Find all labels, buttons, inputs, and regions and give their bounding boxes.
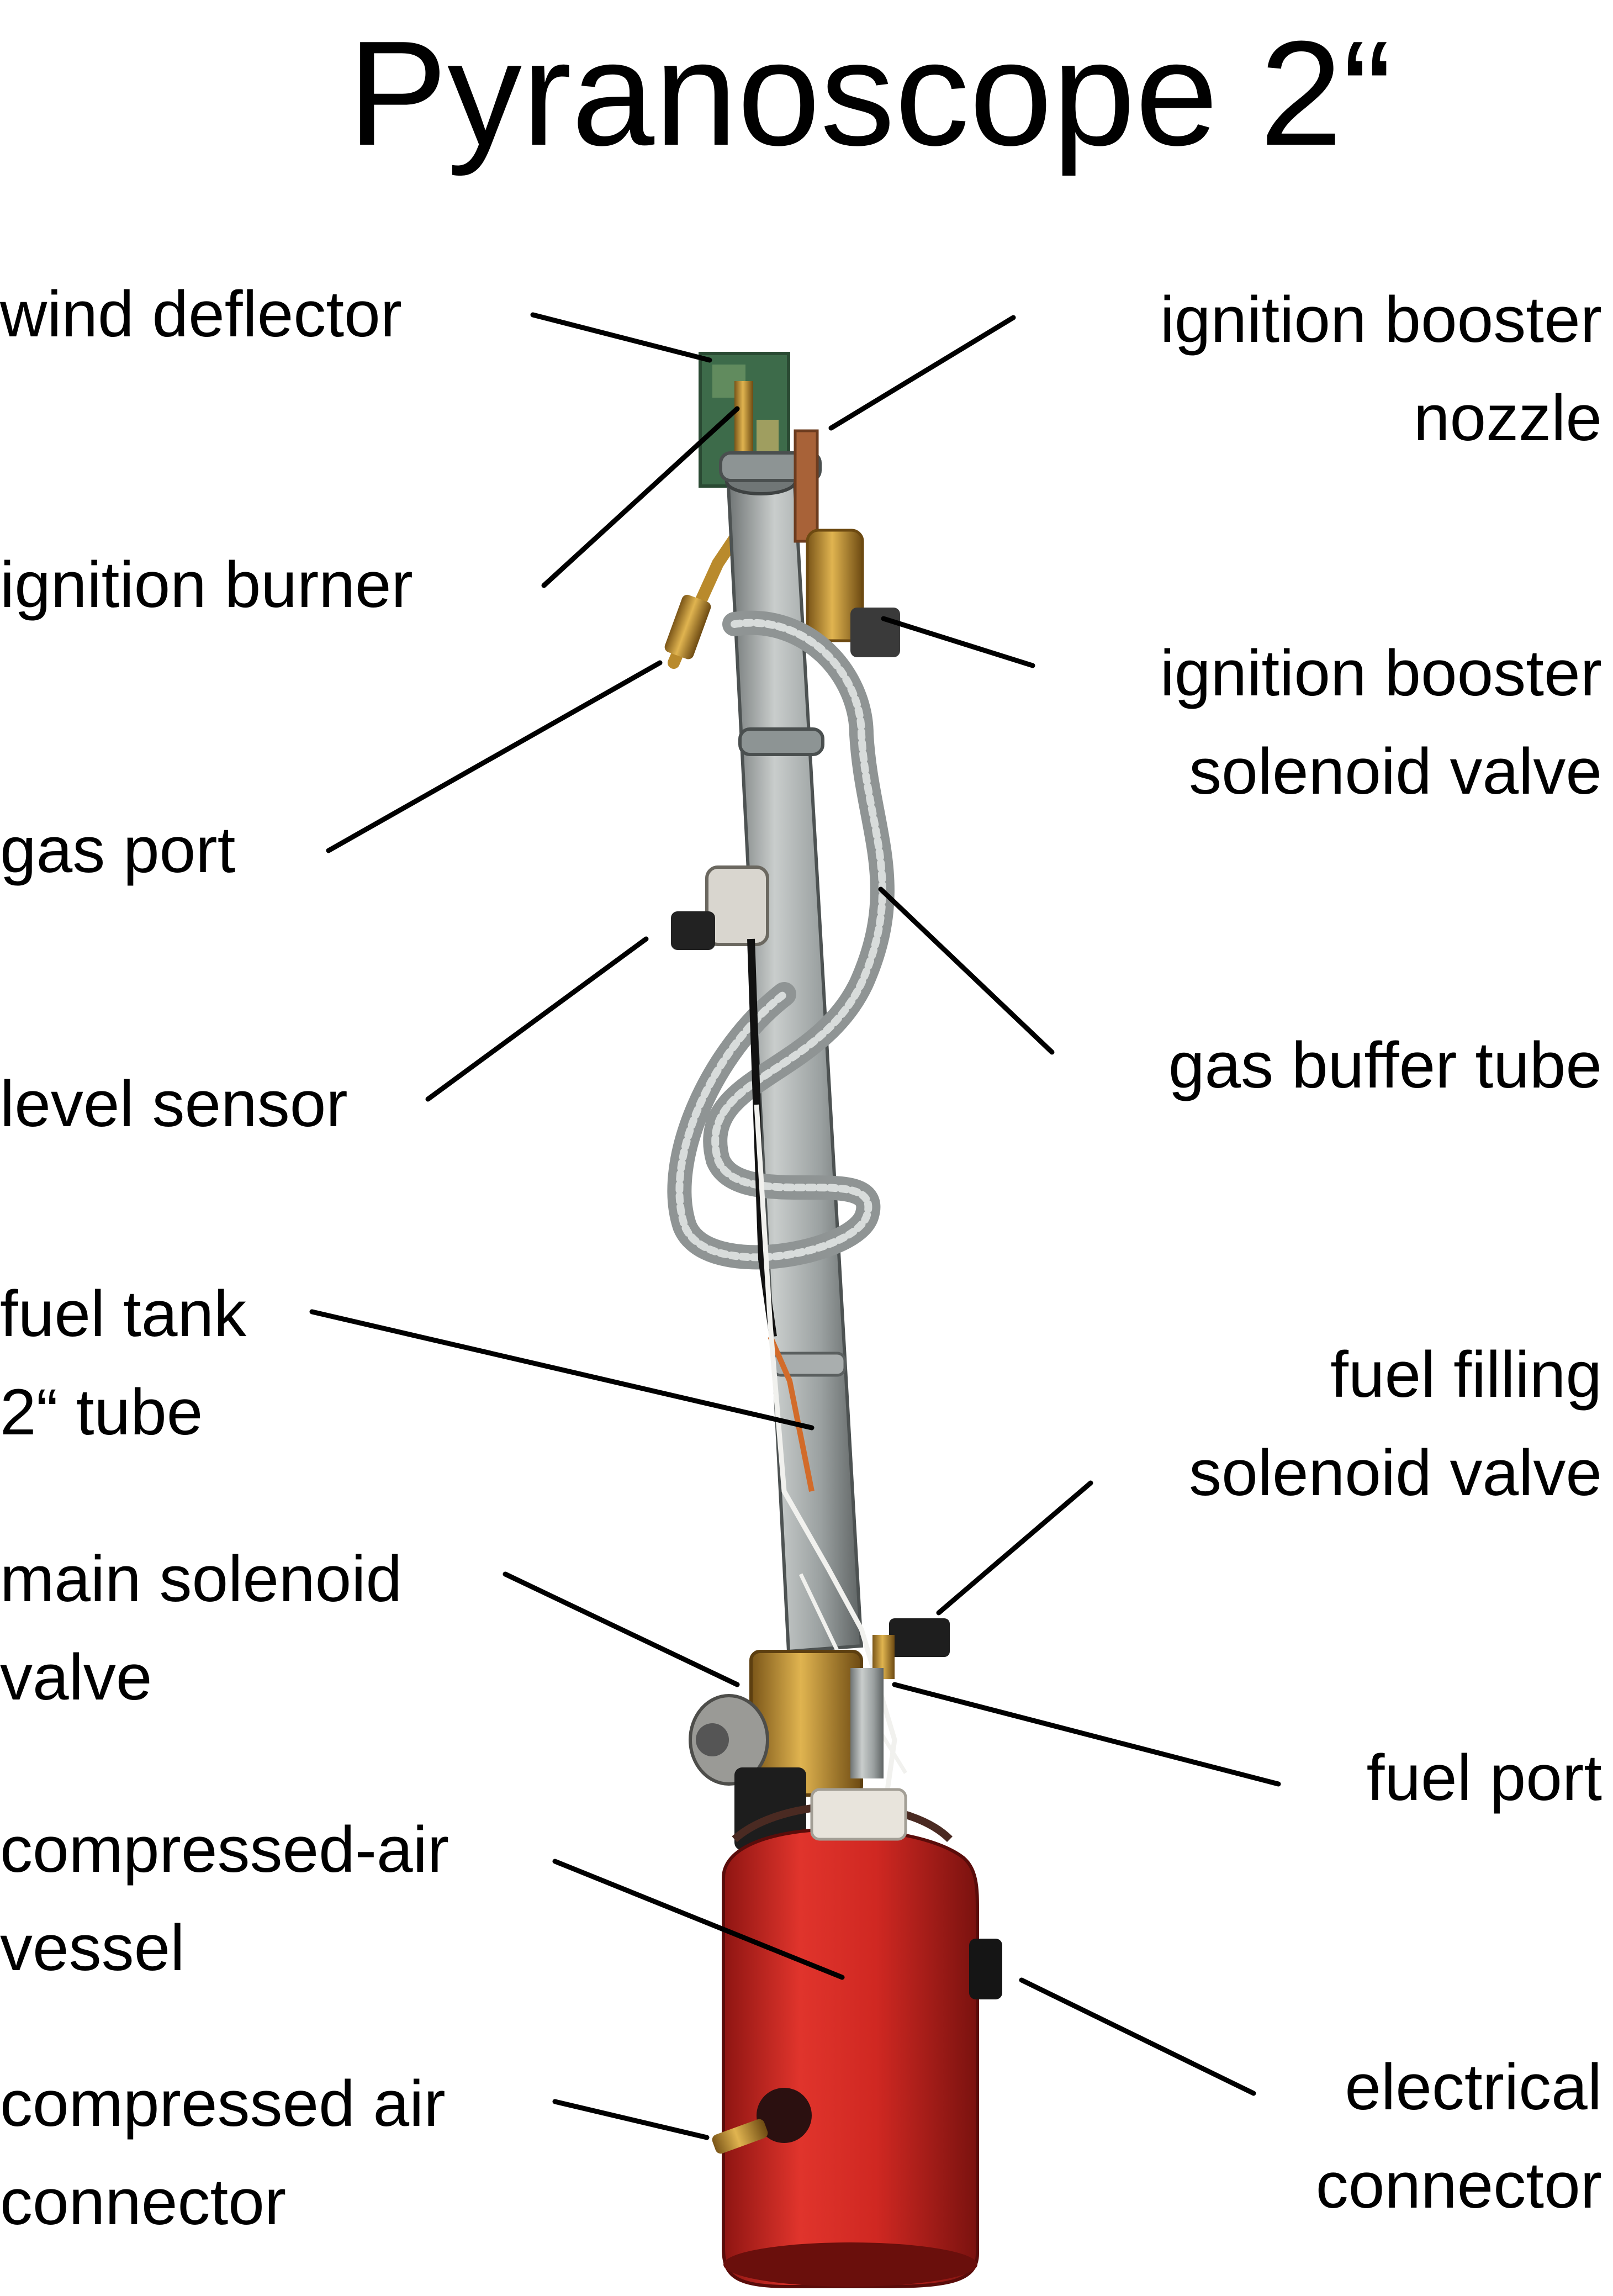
label-ignition-booster-solenoid-valve: ignition booster solenoid valve [1160, 637, 1602, 808]
leader-ignition-burner [541, 406, 740, 588]
leader-wind-deflector [530, 312, 712, 363]
leader-ignition-booster-nozzle [828, 315, 1016, 431]
label-level-sensor: level sensor [0, 1068, 348, 1141]
fuel-filling-solenoid-valve-part [872, 1618, 950, 1679]
label-fuel-port: fuel port [1366, 1741, 1602, 1814]
leader-compressed-air-vessel [552, 1859, 845, 1980]
label-fuel-filling-solenoid-valve: fuel filling solenoid valve [1189, 1338, 1602, 1509]
leader-main-solenoid-valve [503, 1571, 740, 1687]
leader-level-sensor [425, 936, 649, 1102]
ignition-booster-part [794, 429, 900, 657]
label-ignition-booster-nozzle: ignition booster nozzle [1160, 283, 1602, 455]
label-fuel-tank: fuel tank 2“ tube [0, 1278, 247, 1449]
gas-buffer-tube-part [667, 610, 895, 1270]
label-compressed-air-vessel: compressed-air vessel [0, 1813, 449, 1984]
leader-fuel-filling-solenoid [936, 1480, 1093, 1616]
leader-ignition-booster-solenoid [881, 616, 1035, 668]
leader-fuel-port [892, 1682, 1281, 1787]
label-electrical-connector: electrical connector [1315, 2051, 1602, 2222]
compressed-air-vessel-part [712, 1788, 1002, 2288]
leader-lines [309, 312, 1281, 2140]
level-sensor-part [671, 865, 815, 1492]
leader-compressed-air-connector [552, 2099, 710, 2140]
label-ignition-burner: ignition burner [0, 548, 413, 621]
leader-gas-port [326, 660, 663, 853]
leader-gas-buffer-tube [878, 886, 1055, 1055]
main-solenoid-valve-part [689, 1650, 884, 1850]
leader-fuel-tank [309, 1309, 815, 1431]
leader-electrical-connector [1019, 1977, 1256, 2096]
label-compressed-air-connector: compressed air connector [0, 2067, 446, 2239]
label-main-solenoid-valve: main solenoid valve [0, 1543, 403, 1714]
label-gas-port: gas port [0, 814, 236, 886]
label-wind-deflector: wind deflector [0, 278, 403, 351]
label-gas-buffer-tube: gas buffer tube [1168, 1029, 1602, 1102]
diagram-title: Pyranoscope 2“ [347, 10, 1393, 177]
